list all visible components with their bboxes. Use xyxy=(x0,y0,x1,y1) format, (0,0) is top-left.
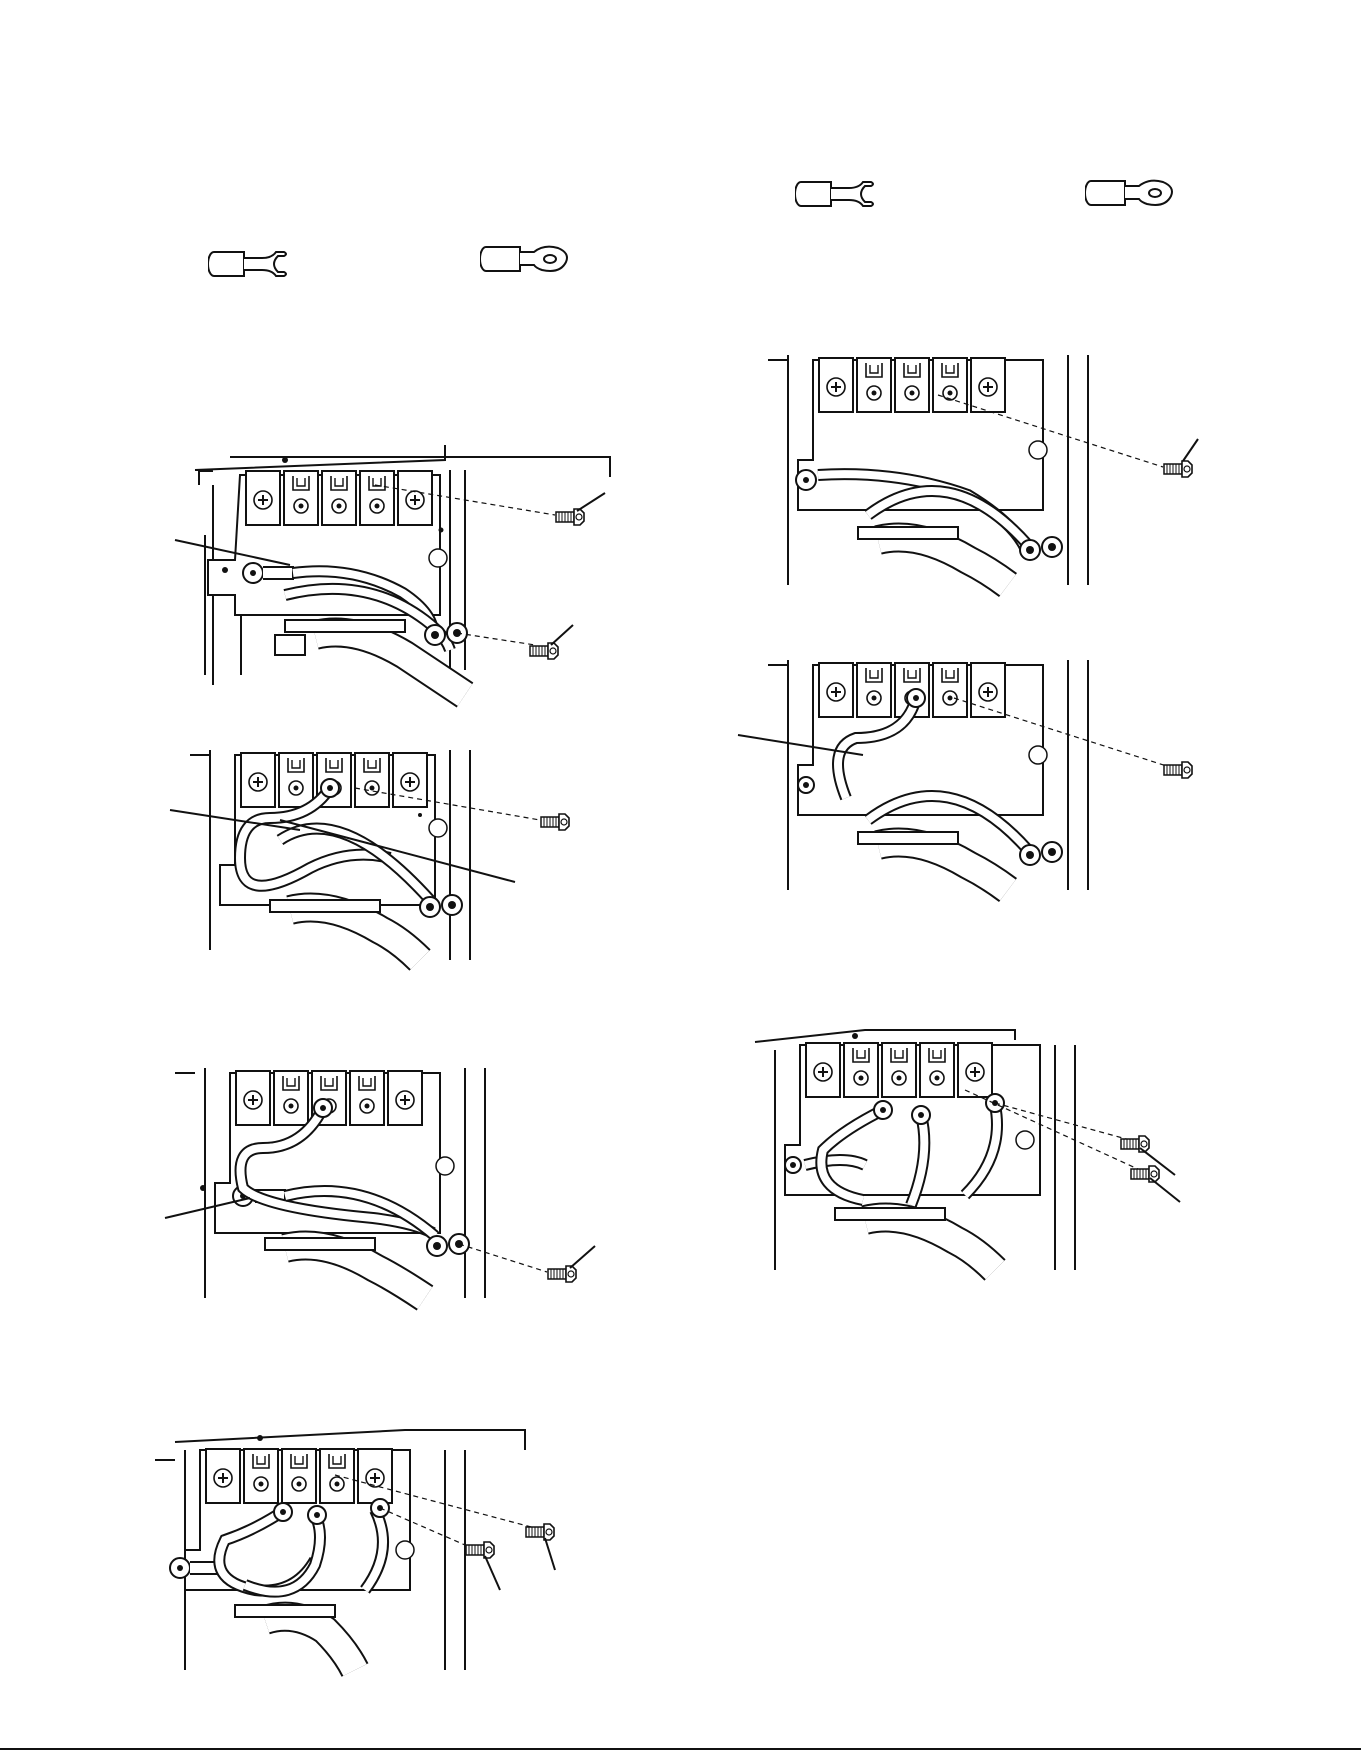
three-wire-ground-strap-diagram xyxy=(175,1068,615,1298)
three-wire-cord-connection-diagram xyxy=(195,445,655,675)
four-wire-ground-wire-diagram xyxy=(768,660,1208,890)
four-wire-cord-overview-diagram xyxy=(768,355,1208,585)
ring-terminal-icon xyxy=(1085,177,1177,209)
spade-terminal-icon xyxy=(208,248,300,280)
three-wire-neutral-center-diagram xyxy=(190,750,610,960)
four-wire-cord-connection-diagram xyxy=(155,1430,615,1670)
spade-terminal-icon xyxy=(795,178,887,210)
footer-rule xyxy=(0,1748,1361,1750)
four-wire-final-connection-diagram xyxy=(755,1030,1205,1270)
ring-terminal-icon xyxy=(480,243,572,275)
